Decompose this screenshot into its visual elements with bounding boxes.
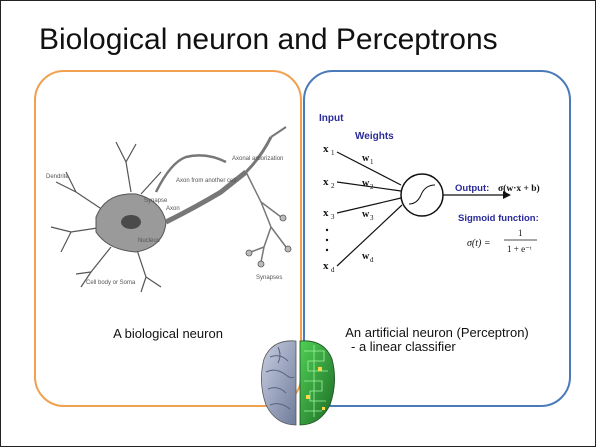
weight-wd-sub: d xyxy=(370,256,374,264)
label-axon: Axon xyxy=(166,206,180,212)
label-dendrite: Dendrite xyxy=(46,174,69,180)
sigmoid-label: Sigmoid function: xyxy=(458,213,539,224)
weight-wd: w xyxy=(362,251,370,262)
label-axon-from-cell: Axon from another cell xyxy=(176,178,236,184)
input-xd: x xyxy=(323,260,329,272)
input-x3: x xyxy=(323,207,329,219)
perceptron-panel: Input Weights x 1 x 2 x 3 xyxy=(303,70,571,407)
ellipsis-dots xyxy=(326,229,328,251)
label-nucleus: Nucleus xyxy=(138,238,160,244)
neuron-node xyxy=(401,174,443,216)
output-formula: σ(w·x + b) xyxy=(498,183,540,194)
weights-label: Weights xyxy=(355,131,394,142)
input-xd-sub: d xyxy=(331,266,335,274)
input-x2-sub: 2 xyxy=(331,182,335,190)
input-x1-sub: 1 xyxy=(331,149,335,157)
right-caption: An artificial neuron (Perceptron) - a li… xyxy=(305,326,569,354)
weight-w3: w xyxy=(362,209,370,220)
label-cell-body: Cell body or Soma xyxy=(86,280,136,286)
weight-w3-sub: 3 xyxy=(370,214,374,222)
perceptron-diagram: Input Weights x 1 x 2 x 3 xyxy=(305,72,569,302)
weight-w2: w xyxy=(362,178,370,189)
biological-neuron-diagram: Dendrite Nucleus Cell body or Soma Synap… xyxy=(36,82,300,322)
brain-chip-icon xyxy=(258,337,338,429)
label-axonal-arborization: Axonal arborization xyxy=(232,156,283,162)
label-synapses: Synapses xyxy=(256,275,282,281)
input-x3-sub: 3 xyxy=(331,213,335,221)
sigmoid-numerator: 1 xyxy=(518,228,523,238)
input-label: Input xyxy=(319,113,344,124)
weight-w1-sub: 1 xyxy=(370,158,374,166)
input-x1: x xyxy=(323,143,329,155)
sigmoid-denominator: 1 + e⁻ᵗ xyxy=(507,244,532,254)
weight-w1: w xyxy=(362,153,370,164)
output-label: Output: xyxy=(455,183,489,194)
nucleus-shape xyxy=(121,215,141,229)
right-caption-line1: An artificial neuron (Perceptron) xyxy=(305,326,569,340)
label-synapse: Synapse xyxy=(144,198,168,204)
weight-w2-sub: 2 xyxy=(370,183,374,191)
sigmoid-lhs: σ(t) = xyxy=(467,238,491,249)
slide-title: Biological neuron and Perceptrons xyxy=(39,23,498,57)
input-x2: x xyxy=(323,176,329,188)
right-caption-line2: - a linear classifier xyxy=(305,340,569,354)
